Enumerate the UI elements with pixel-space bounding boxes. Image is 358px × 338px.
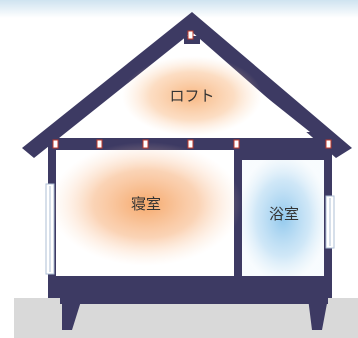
sky-band — [0, 0, 358, 18]
bedroom-heat-glow — [50, 142, 242, 266]
foundation-base — [60, 298, 328, 304]
foundation-leg-left — [62, 298, 82, 330]
foundation-leg-right — [308, 298, 328, 330]
sensor-marker — [233, 139, 240, 149]
loft-label: ロフト — [169, 87, 214, 105]
ridge-beam — [184, 36, 200, 44]
sensor-marker — [142, 139, 149, 149]
sensor-marker — [187, 139, 194, 149]
bathroom-cool-glow — [242, 160, 324, 276]
sensor-marker-eave-left — [52, 139, 59, 149]
window-icon — [325, 195, 335, 249]
foundation — [48, 276, 332, 298]
window-icon — [45, 183, 55, 275]
sensor-marker-eave-right — [325, 139, 332, 149]
sensor-marker — [96, 139, 103, 149]
bedroom-label: 寝室 — [131, 195, 161, 213]
bathroom-label: 浴室 — [269, 205, 299, 223]
sensor-marker-ridge — [187, 30, 194, 40]
loft-heat-glow — [122, 56, 262, 136]
